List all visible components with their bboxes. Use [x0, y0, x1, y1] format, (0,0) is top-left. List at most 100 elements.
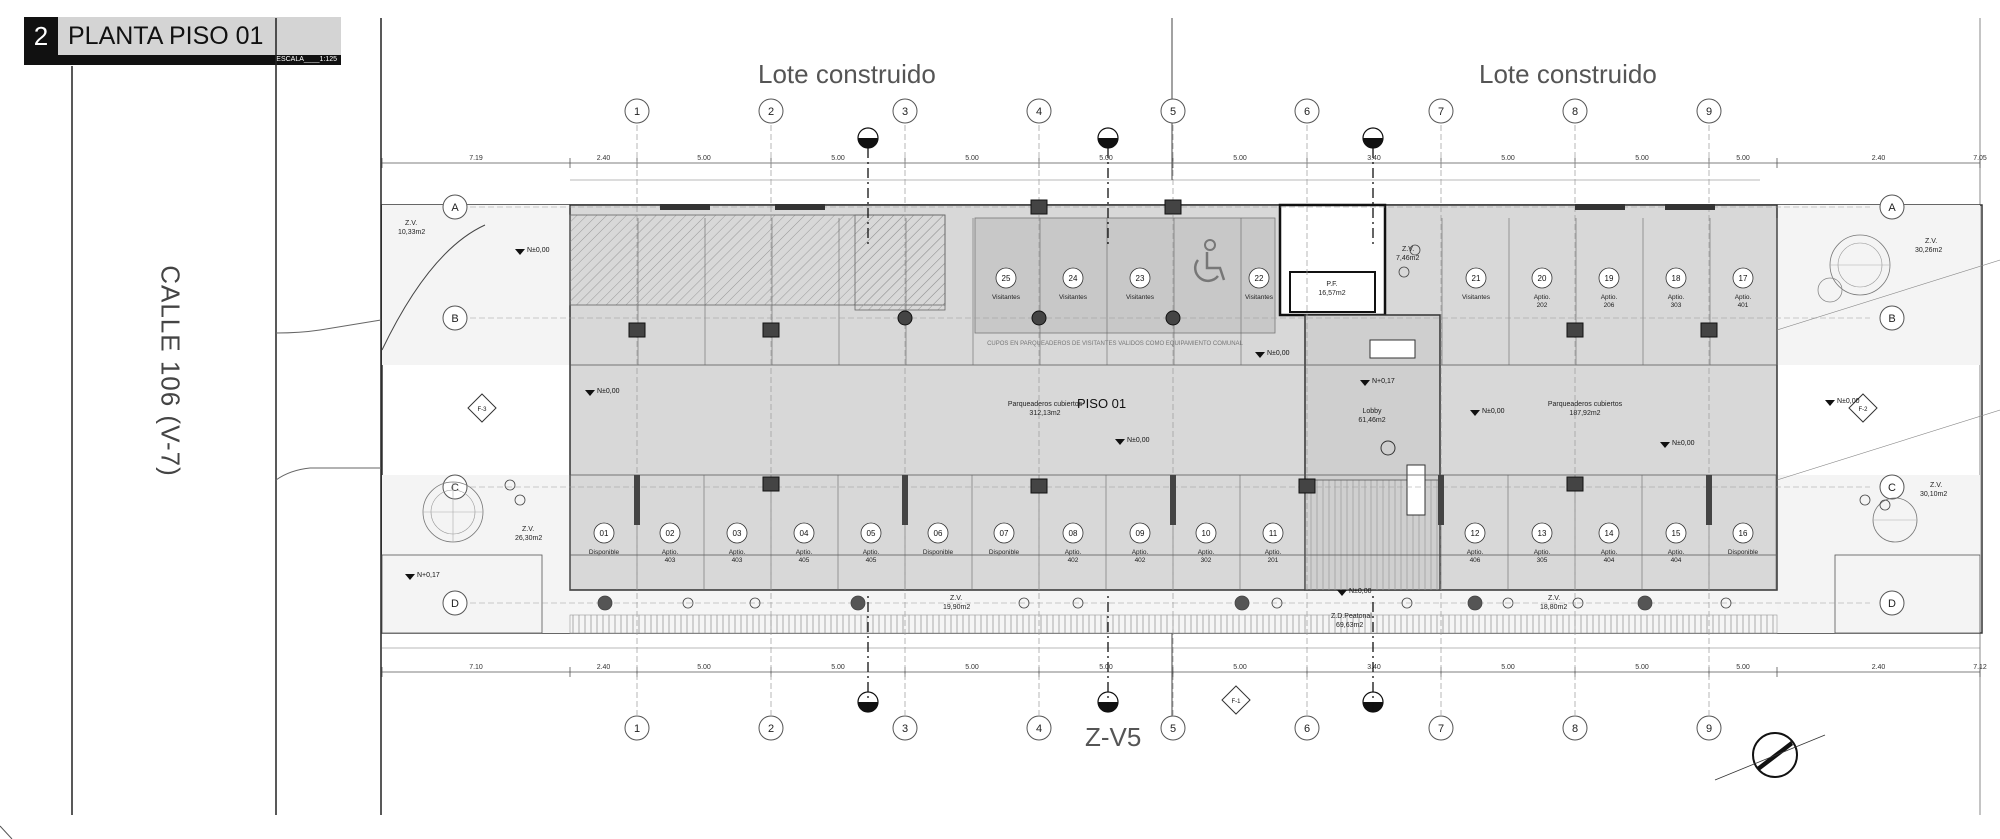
- shrub-icon: [1859, 494, 1871, 506]
- grid-bubble-col: [624, 715, 650, 741]
- elevation-marker-label: F-3: [478, 407, 488, 413]
- grid-bubble-col: [758, 715, 784, 741]
- shrub-icon: [514, 494, 526, 506]
- shrub-icon: [504, 479, 516, 491]
- tree-icon: [1817, 277, 1843, 303]
- parking-stall-badge: [1531, 522, 1553, 544]
- grid-bubble-col: [1160, 98, 1186, 124]
- grid-bubble-col: [1294, 98, 1320, 124]
- parking-stall-label: Aptio.: [1132, 549, 1149, 556]
- grid-col-label: 3: [902, 723, 908, 735]
- shrub-icon: [1409, 244, 1421, 256]
- shrub-icon: [682, 597, 694, 609]
- parking-stall-label: Aptio.: [1735, 294, 1752, 301]
- grid-bubble-col: [1428, 98, 1454, 124]
- shrub-icon: [1271, 597, 1283, 609]
- shrub-icon: [1637, 595, 1653, 611]
- parking-stall-badge: [1248, 267, 1270, 289]
- window-segment: [1665, 204, 1715, 210]
- elevation-marker-icon: [467, 393, 497, 423]
- level-marker-icon: [1470, 410, 1480, 416]
- level-label: N±0,00: [1349, 588, 1372, 595]
- parking-stall-label: 303: [1671, 302, 1682, 309]
- parking-stall-label: Aptio.: [1534, 294, 1551, 301]
- parking-stall-number: 08: [1069, 529, 1078, 538]
- grid-bubble-col: [1428, 715, 1454, 741]
- wall-column: [1170, 475, 1176, 525]
- parking-stall-label: Visitantes: [992, 294, 1021, 301]
- grid-col-label: 2: [768, 106, 774, 118]
- elevation-marker-icon: [1848, 393, 1878, 423]
- parking-stall-label: 404: [1671, 557, 1682, 564]
- zd-area: 69,63m2: [1336, 622, 1363, 629]
- grid-bubble-row: [442, 194, 468, 220]
- pf-area: 16,57m2: [1318, 290, 1345, 297]
- parking-stall-label: Disponible: [589, 549, 620, 556]
- parking-stall-label: Aptio.: [1534, 549, 1551, 556]
- dimension-text: 5.00: [965, 155, 979, 162]
- structural-column: [1566, 476, 1584, 492]
- dimension-text: 5.00: [1501, 664, 1515, 671]
- zv-center-area: 7,46m2: [1396, 255, 1419, 262]
- grid-bubble-row: [442, 305, 468, 331]
- grid-row-label: C: [1888, 482, 1896, 494]
- parking-stall-number: 03: [733, 529, 742, 538]
- grid-col-label: 1: [634, 106, 640, 118]
- parking-stall-number: 05: [867, 529, 876, 538]
- zv-tl-area: 10,33m2: [398, 229, 425, 236]
- dimension-text: 7.19: [469, 155, 483, 162]
- parking-stall-label: 404: [1604, 557, 1615, 564]
- zv-tr-area: 30,26m2: [1915, 247, 1942, 254]
- shrub-icon: [1398, 266, 1410, 278]
- level-marker-icon: [515, 249, 525, 255]
- dimension-text: 5.00: [1501, 155, 1515, 162]
- grid-row-label: A: [451, 202, 459, 214]
- parking-stall-number: 14: [1605, 529, 1614, 538]
- grid-col-label: 7: [1438, 106, 1444, 118]
- garden-zone-bottom-right: [1777, 475, 1980, 633]
- zv-b1: Z.V.: [950, 595, 962, 602]
- zv-b2-area: 18,80m2: [1540, 604, 1567, 611]
- level-label: N±0,00: [597, 388, 620, 395]
- structural-column: [628, 322, 646, 338]
- wall-column: [902, 475, 908, 525]
- parking-stall-number: 13: [1538, 529, 1547, 538]
- parking-stall-badge: [1195, 522, 1217, 544]
- parking-stall-label: 402: [1068, 557, 1079, 564]
- grid-bubble-col: [1562, 715, 1588, 741]
- parking-stall-label: 302: [1201, 557, 1212, 564]
- sheet-number: 2: [24, 17, 58, 55]
- grid-bubble-col: [1026, 98, 1052, 124]
- parking-stall-number: 21: [1472, 274, 1481, 283]
- parking-stall-badge: [860, 522, 882, 544]
- lot-label-right: Lote construido: [1479, 59, 1657, 89]
- wall-column: [634, 475, 640, 525]
- dimension-text: 5.00: [1736, 664, 1750, 671]
- parking-stall-label: 405: [799, 557, 810, 564]
- lobby-label: Lobby: [1362, 408, 1382, 415]
- level-marker-icon: [1115, 439, 1125, 445]
- dimension-text: 5.00: [697, 155, 711, 162]
- shrub-icon: [597, 595, 613, 611]
- parking-stall-number: 01: [600, 529, 609, 538]
- shrub-icon: [1572, 597, 1584, 609]
- parking-stall-number: 15: [1672, 529, 1681, 538]
- tree-icon: [422, 481, 484, 543]
- level-label: N±0,00: [1672, 440, 1695, 447]
- zone-label-bottom: Z-V5: [1085, 722, 1142, 752]
- parking-stall-number: 04: [800, 529, 809, 538]
- parking-stall-label: Aptio.: [796, 549, 813, 556]
- shrub-icon: [1018, 597, 1030, 609]
- dimension-text: 7.12: [1973, 664, 1987, 671]
- parking-stall-badge: [1665, 522, 1687, 544]
- zv-b1-area: 19,90m2: [943, 604, 970, 611]
- grid-row-label: A: [1888, 202, 1896, 214]
- parking-stall-badge: [1262, 522, 1284, 544]
- structural-column: [762, 322, 780, 338]
- round-column: [897, 310, 913, 326]
- grid-col-label: 7: [1438, 723, 1444, 735]
- parking-stall-label: Disponible: [923, 549, 954, 556]
- parking-stall-label: Aptio.: [1601, 294, 1618, 301]
- parking-stall-badge: [726, 522, 748, 544]
- dimension-text: 5.00: [965, 664, 979, 671]
